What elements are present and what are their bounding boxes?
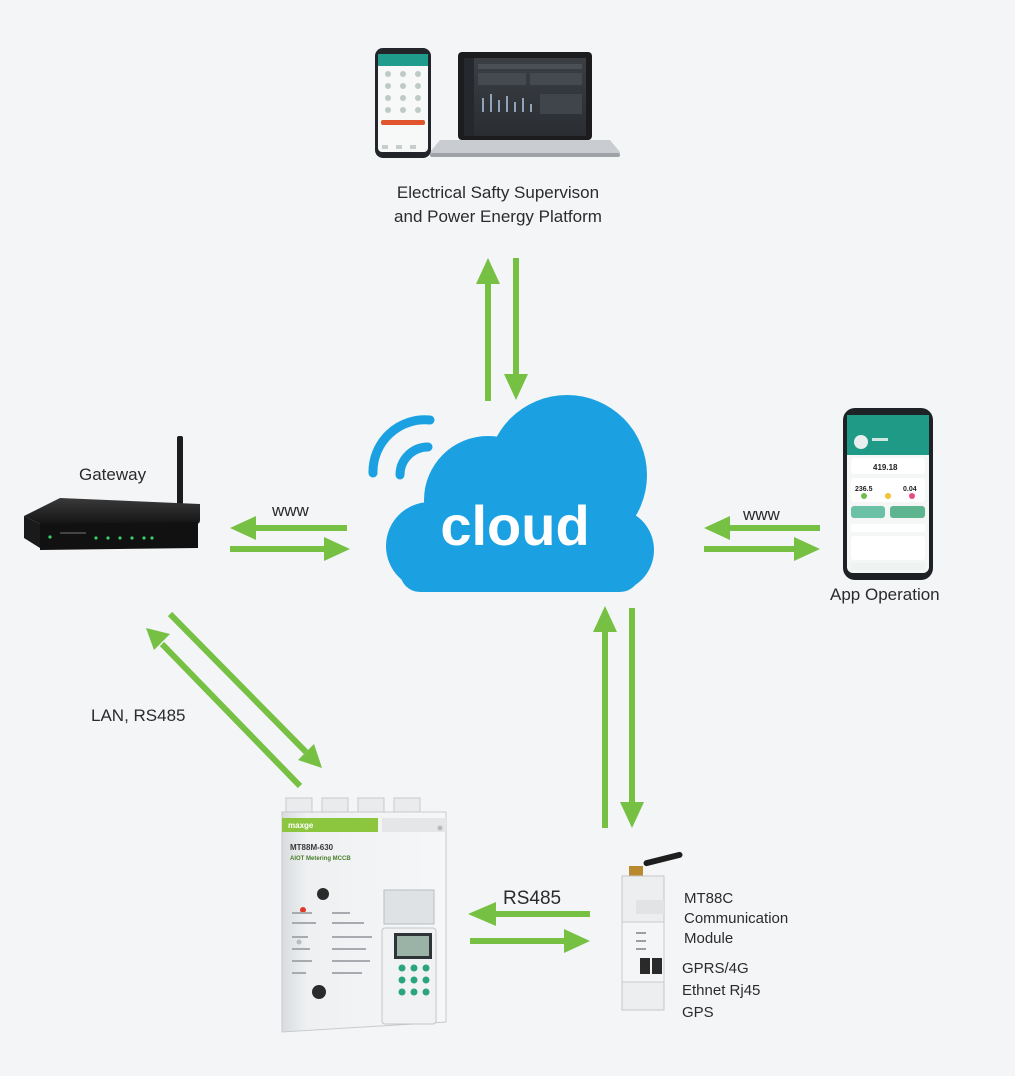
cloud-shape: [368, 395, 654, 592]
arrow-gateway-to-cloud: [230, 537, 350, 561]
mccb-brand: maxge: [288, 821, 314, 830]
arrow-platform-to-cloud: [504, 258, 528, 400]
arrow-app-to-cloud: [704, 516, 820, 540]
link-label-gateway-cloud: www: [272, 501, 309, 520]
arrow-gateway-to-mccb: [167, 611, 322, 768]
arrow-mccb-to-module: [470, 929, 590, 953]
platform-label-line2: and Power Energy Platform: [394, 207, 602, 226]
arrow-module-to-mccb: [468, 902, 590, 926]
module-title-line3: Module: [684, 930, 734, 947]
cloud-label: cloud: [440, 494, 589, 557]
mccb-image: [281, 797, 447, 1033]
app-phone-image: [843, 408, 933, 580]
arrow-cloud-to-module: [620, 608, 644, 828]
mccb-subtitle: AIOT Metering MCCB: [290, 856, 351, 862]
module-feature-ethernet: Ethnet Rj45: [682, 982, 761, 999]
platform-label-line1: Electrical Safty Supervison: [396, 183, 600, 202]
arrow-cloud-to-platform: [476, 258, 500, 401]
module-title: MT88C Communication Module: [684, 889, 788, 949]
app-screen-value-1: 419.18: [873, 463, 898, 472]
app-label: App Operation: [830, 585, 940, 604]
link-label-mccb-module: RS485: [503, 888, 562, 909]
module-image: [621, 851, 683, 1011]
module-feature-gps: GPS: [682, 1004, 714, 1021]
arrow-mccb-to-gateway: [146, 628, 303, 789]
arrow-module-to-cloud: [593, 606, 617, 828]
module-feature-gprs: GPRS/4G: [682, 960, 749, 977]
link-label-gateway-mccb: LAN, RS485: [91, 706, 186, 725]
gateway-router-image: [24, 436, 200, 550]
app-screen-value-3: 0.04: [903, 486, 917, 493]
arrow-cloud-to-app: [704, 537, 820, 561]
arrow-cloud-to-gateway: [230, 516, 347, 540]
module-features: GPRS/4G Ethnet Rj45 GPS: [682, 958, 760, 1024]
module-title-line2: Communication: [684, 910, 789, 927]
link-label-app-cloud: www: [743, 505, 780, 524]
gateway-label: Gateway: [79, 465, 147, 484]
app-screen-value-2: 236.5: [855, 486, 873, 493]
platform-devices-image: [375, 48, 620, 158]
platform-label: Electrical Safty Supervison and Power En…: [378, 181, 618, 229]
wifi-signal-icon: [368, 415, 435, 478]
connection-arrows: [146, 258, 820, 953]
module-title-line1: MT88C: [684, 890, 734, 907]
mccb-model: MT88M-630: [290, 843, 334, 852]
